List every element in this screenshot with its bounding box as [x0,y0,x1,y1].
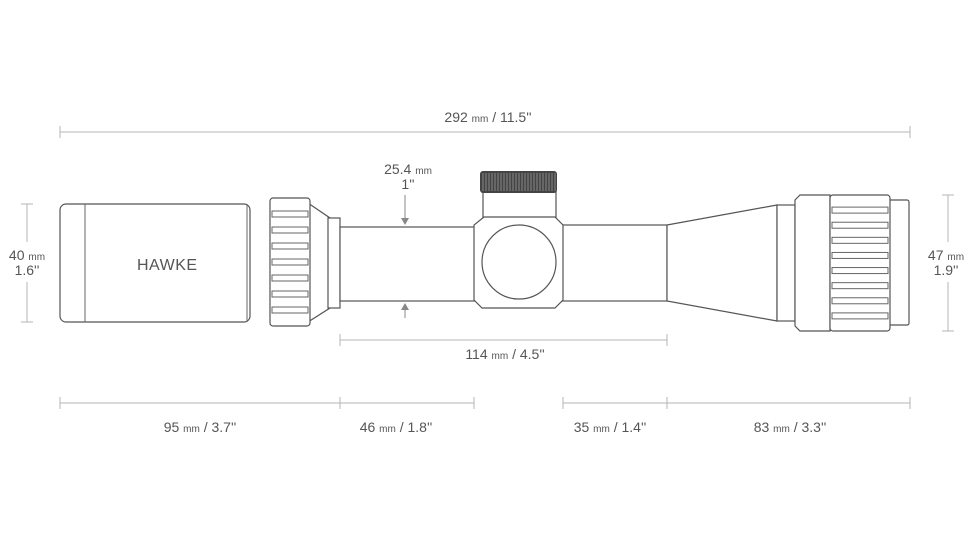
front-tube [339,226,481,302]
segment-label: 35 mm / 1.4'' [574,419,647,435]
tube-diameter-imperial: 1'' [401,176,414,192]
overall-length-label: 292 mm / 11.5'' [444,109,531,125]
eyepiece-focus-ring [269,197,311,327]
eyepiece-diameter-imperial: 1.6'' [15,262,40,278]
segment-label: 95 mm / 3.7'' [164,419,237,435]
brand-logo: HAWKE [137,257,198,274]
eyepiece-diameter-label: 40 mm [9,247,45,263]
elevation-turret-cap [480,171,557,193]
segment-label: 83 mm / 3.3'' [754,419,827,435]
objective-diameter-label: 47 mm [928,247,964,263]
mounting-length-label: 114 mm / 4.5'' [465,346,544,362]
objective-bell [794,194,831,332]
scope-drawing: HAWKE [59,171,910,332]
eyepiece [59,203,251,323]
objective-collar [776,204,796,322]
objective-cap [888,199,910,326]
power-ring-base [327,217,341,309]
segment-label: 46 mm / 1.8'' [360,419,433,435]
eyepiece-cone [307,201,331,324]
dimension-lines [21,126,954,409]
side-adjustment-dial [481,224,557,300]
rear-tube [559,224,668,302]
turret-stem [482,189,557,221]
objective-cone [666,204,778,322]
objective-focus-ring [829,194,891,332]
tube-diameter-label: 25.4 mm [384,161,432,177]
objective-diameter-imperial: 1.9'' [934,262,959,278]
